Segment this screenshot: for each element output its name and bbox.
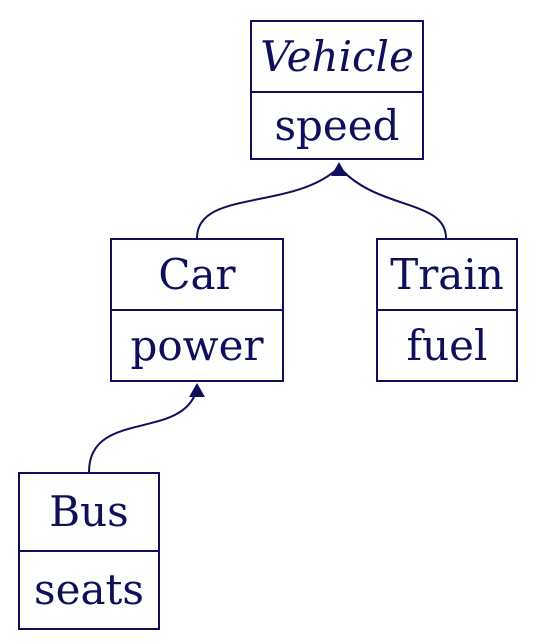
class-attribute-bus: seats: [34, 565, 144, 614]
arrowhead-car-icon: [189, 383, 205, 397]
arrowhead-vehicle-icon: [331, 162, 347, 176]
class-attribute-train: fuel: [406, 320, 488, 370]
class-box-car[interactable]: Car power: [110, 238, 284, 382]
class-name-bus: Bus: [20, 474, 158, 552]
edge-train-to-vehicle: [341, 169, 447, 239]
class-name-train: Train: [378, 240, 516, 311]
class-box-bus[interactable]: Bus seats: [18, 472, 160, 630]
class-box-vehicle[interactable]: Vehicle speed: [250, 20, 424, 160]
class-box-train[interactable]: Train fuel: [376, 238, 518, 382]
class-name-vehicle: Vehicle: [252, 22, 422, 93]
edge-car-to-vehicle: [196, 169, 337, 239]
edge-bus-to-car: [88, 391, 197, 473]
class-attribute-vehicle: speed: [274, 100, 400, 150]
class-attribute-car: power: [130, 320, 264, 370]
class-name-car: Car: [112, 240, 282, 311]
